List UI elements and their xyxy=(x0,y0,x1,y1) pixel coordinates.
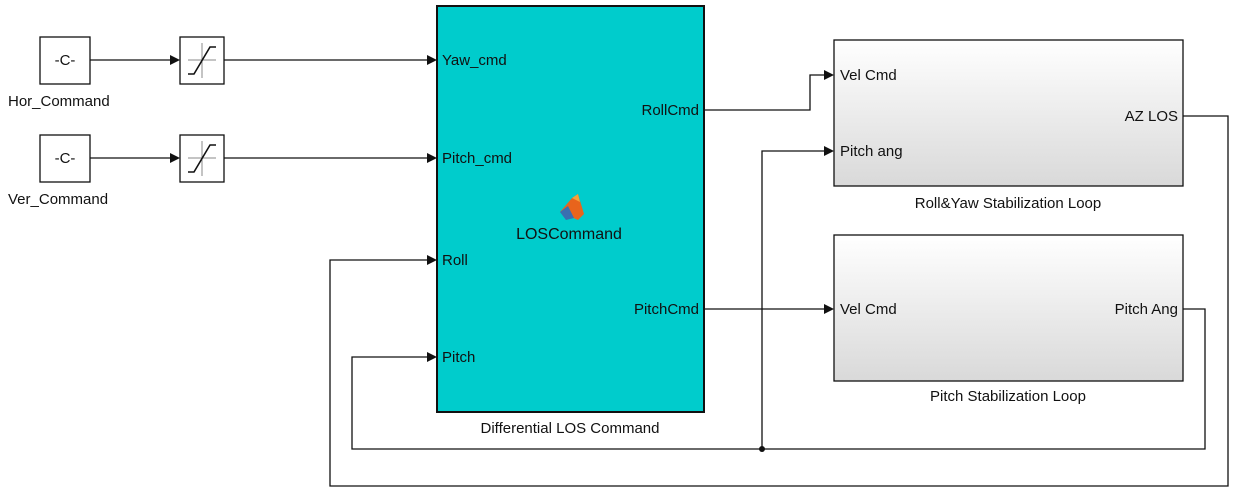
ver-command-label: Ver_Command xyxy=(8,191,108,208)
input-port-yaw-cmd: Yaw_cmd xyxy=(442,52,507,69)
output-port-pitch-cmd: PitchCmd xyxy=(634,301,699,318)
ver-command-value: -C- xyxy=(55,150,76,167)
saturation-block-2[interactable] xyxy=(179,134,225,183)
pitch-loop-output-pitch-ang: Pitch Ang xyxy=(1115,301,1178,318)
saturation-block-1[interactable] xyxy=(179,36,225,85)
roll-yaw-input-pitch-ang: Pitch ang xyxy=(840,143,903,160)
los-command-block[interactable]: Yaw_cmd Pitch_cmd Roll Pitch RollCmd Pit… xyxy=(436,5,705,413)
roll-yaw-output-az-los: AZ LOS xyxy=(1125,108,1178,125)
hor-command-label: Hor_Command xyxy=(8,93,110,110)
roll-yaw-input-vel-cmd: Vel Cmd xyxy=(840,67,897,84)
saturation-icon xyxy=(188,43,216,78)
hor-command-block[interactable]: -C- xyxy=(39,36,91,85)
saturation-icon xyxy=(188,141,216,176)
hor-command-value: -C- xyxy=(55,52,76,69)
signal-lines xyxy=(90,55,1229,487)
pitch-stabilization-label: Pitch Stabilization Loop xyxy=(930,388,1086,405)
los-command-title: LOSCommand xyxy=(516,226,622,243)
pitch-loop-input-vel-cmd: Vel Cmd xyxy=(840,301,897,318)
input-port-roll: Roll xyxy=(442,252,468,269)
roll-yaw-stabilization-label: Roll&Yaw Stabilization Loop xyxy=(915,195,1102,212)
input-port-pitch: Pitch xyxy=(442,349,475,366)
pitch-stabilization-subsystem[interactable]: Vel Cmd Pitch Ang xyxy=(833,234,1184,382)
los-command-label: Differential LOS Command xyxy=(481,420,660,437)
matlab-logo-icon xyxy=(560,194,584,220)
ver-command-block[interactable]: -C- xyxy=(39,134,91,183)
roll-yaw-stabilization-subsystem[interactable]: Vel Cmd Pitch ang AZ LOS xyxy=(833,39,1184,187)
output-port-roll-cmd: RollCmd xyxy=(641,102,699,119)
input-port-pitch-cmd: Pitch_cmd xyxy=(442,150,512,167)
